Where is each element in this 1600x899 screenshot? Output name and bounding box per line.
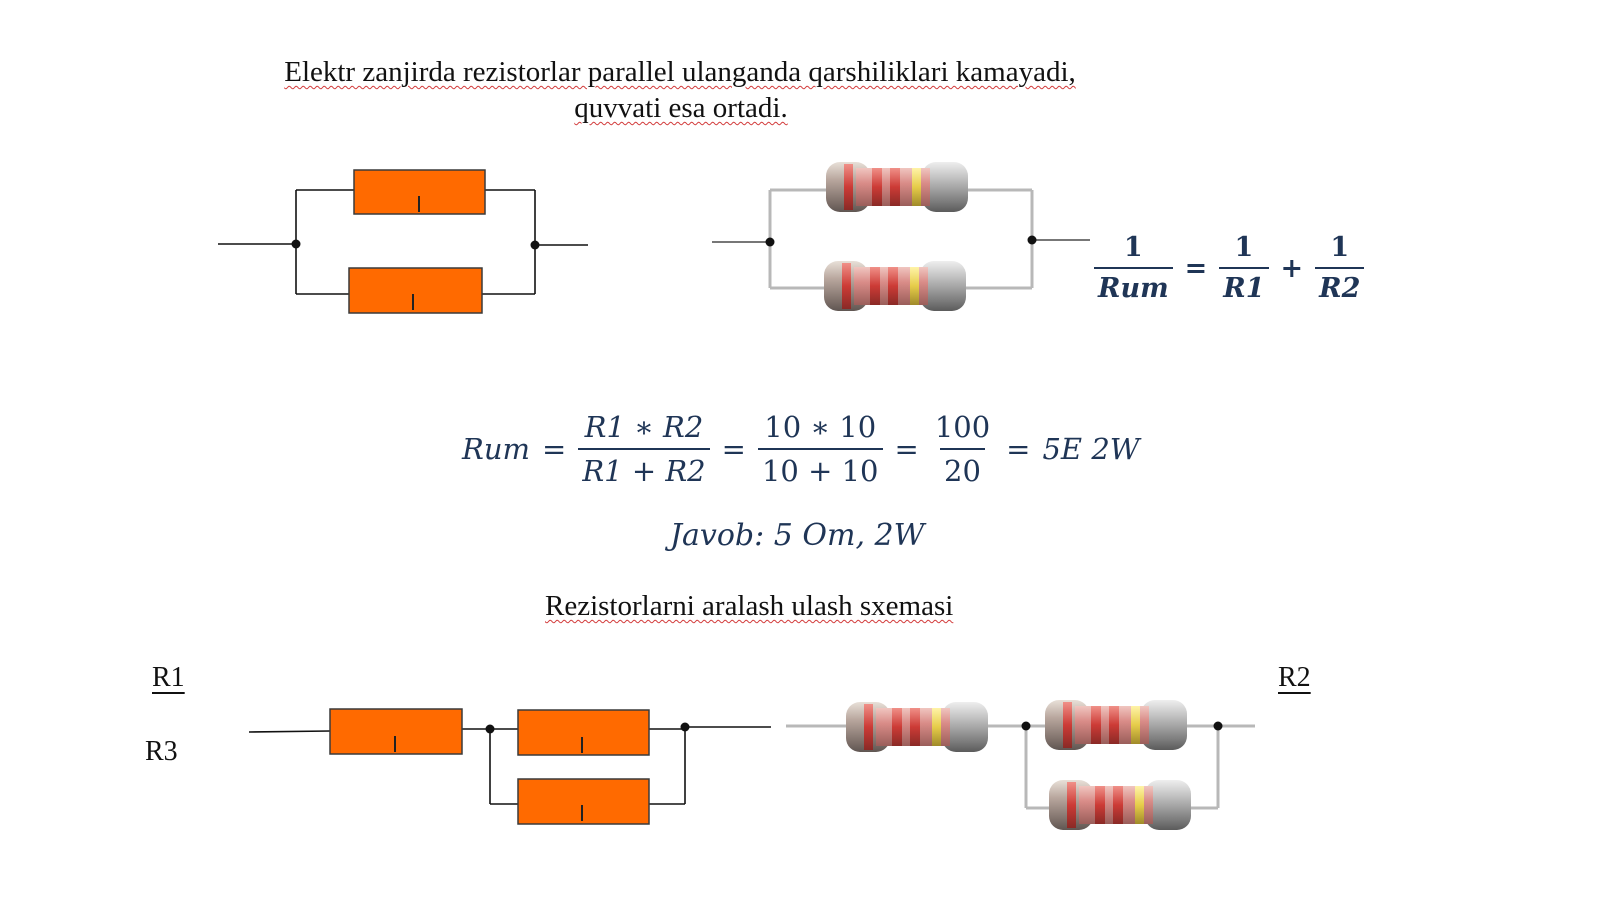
equals-sign: = — [1006, 432, 1031, 466]
label-r3: R3 — [145, 736, 178, 767]
heading-line-1: Elektr zanjirda rezistorlar parallel ula… — [284, 56, 1076, 88]
numerator: 1 — [1234, 232, 1254, 263]
answer-value: : 5 Om, 2W — [754, 518, 925, 553]
lhs-symbol: Rum — [462, 432, 531, 466]
denominator: 10 + 10 — [757, 448, 883, 488]
denominator: R1 + R2 — [578, 448, 710, 488]
photo-resistor — [826, 162, 968, 212]
label-r2: R2 — [1278, 662, 1311, 693]
label-r1: R1 — [152, 662, 185, 693]
equals-sign: = — [721, 432, 746, 466]
numerator: R1 ∗ R2 — [584, 410, 704, 444]
denominator: R2 — [1315, 267, 1365, 304]
parallel-resistance-formula: 1 Rum = 1 R1 + 1 R2 — [1088, 232, 1370, 304]
resistor-r2-box — [348, 267, 483, 314]
denominator: Rum — [1094, 267, 1173, 304]
denominator: R1 — [1219, 267, 1269, 304]
answer-label: Javob — [670, 518, 755, 553]
numerator: 1 — [1123, 232, 1143, 263]
mixed-schematic — [248, 726, 771, 805]
numerator: 1 — [1330, 232, 1350, 263]
photo-resistor — [1045, 700, 1187, 750]
answer-line: Javob: 5 Om, 2W — [670, 518, 924, 553]
equals-sign: = — [542, 432, 567, 466]
photo-resistor — [824, 261, 966, 311]
photo-resistor — [1049, 780, 1191, 830]
fraction: 10 ∗ 10 10 + 10 — [757, 410, 883, 488]
mixed-scheme-heading: Rezistorlarni aralash ulash sxemasi — [545, 590, 954, 622]
mixed-photo-circuit — [786, 700, 1255, 830]
result-value: 5E 2W — [1042, 432, 1140, 466]
resistor-r3-box — [517, 778, 650, 825]
fraction: 100 20 — [931, 410, 994, 488]
junction-dot — [291, 239, 301, 249]
fraction: 1 R1 — [1219, 232, 1269, 304]
denominator: 20 — [940, 448, 985, 488]
resistor-r1-box — [353, 169, 486, 215]
plus-sign: + — [1280, 252, 1304, 284]
equals-sign: = — [1184, 252, 1208, 284]
photo-resistor — [846, 702, 988, 752]
fraction: 1 Rum — [1094, 232, 1173, 304]
fraction: R1 ∗ R2 R1 + R2 — [578, 410, 710, 488]
numerator: 100 — [934, 410, 991, 444]
resistor-r1-box — [329, 708, 463, 755]
junction-dot — [680, 722, 690, 732]
fraction: 1 R2 — [1315, 232, 1365, 304]
numerator: 10 ∗ 10 — [764, 410, 877, 444]
parallel-photo-circuit — [712, 162, 1090, 311]
junction-dot — [530, 240, 540, 250]
heading-line-2: quvvati esa ortadi. — [574, 92, 788, 124]
junction-dot — [485, 724, 495, 734]
equals-sign: = — [894, 432, 919, 466]
calculation-formula: Rum = R1 ∗ R2 R1 + R2 = 10 ∗ 10 10 + 10 =… — [456, 410, 1146, 488]
resistor-r2-box — [517, 709, 650, 756]
